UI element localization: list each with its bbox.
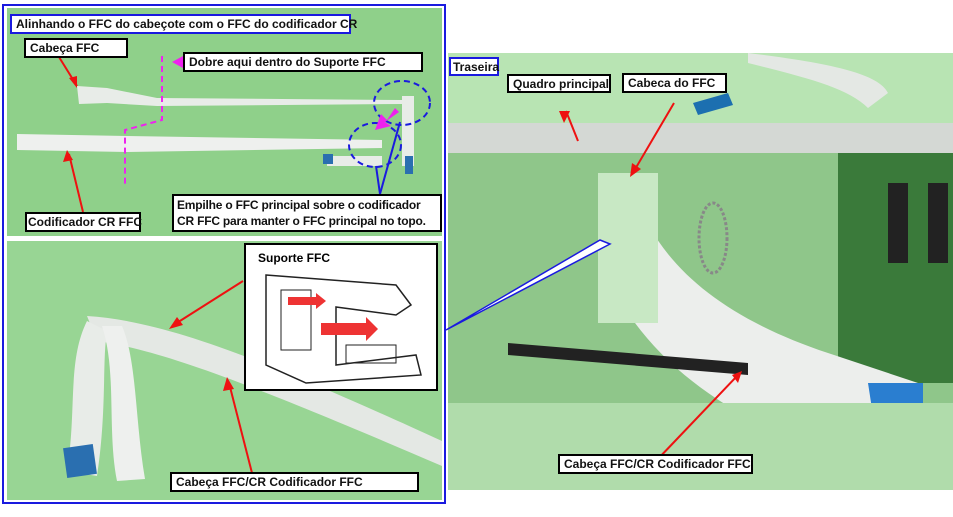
printer-frame-drawing — [448, 53, 953, 490]
ffc-holder-diagram — [265, 274, 422, 384]
rear-label: Traseira — [449, 57, 499, 76]
fold-here-label: Dobre aqui dentro do Suporte FFC — [183, 52, 423, 72]
frame-cable-label: Cabeça FFC/CR Codificador FFC — [558, 454, 753, 474]
ffc-holder-inset: Suporte FFC — [244, 243, 438, 391]
ffc-holder-photo — [7, 241, 442, 500]
main-frame-label: Quadro principal — [507, 74, 611, 93]
left-panel-title: Alinhando o FFC do cabeçote com o FFC do… — [10, 14, 357, 34]
left-panel — [2, 4, 446, 504]
ffc-holder-drawing — [63, 280, 442, 481]
cr-encoder-ffc-label: Codificador CR FFC — [25, 212, 142, 232]
printer-frame-photo — [448, 53, 953, 490]
stack-note-line2: CR FFC para manter o FFC principal no to… — [177, 214, 426, 228]
stack-note-line1: Empilhe o FFC principal sobre o codifica… — [177, 198, 421, 212]
ffc-head-label: Cabeca do FFC — [622, 73, 727, 93]
head-ffc-label: Cabeça FFC — [24, 38, 128, 58]
inset-title: Suporte FFC — [258, 251, 330, 265]
holder-cable-label: Cabeça FFC/CR Codificador FFC — [170, 472, 419, 492]
ffc-cables-drawing — [17, 56, 431, 213]
stack-note-label: Empilhe o FFC principal sobre o codifica… — [172, 194, 442, 232]
